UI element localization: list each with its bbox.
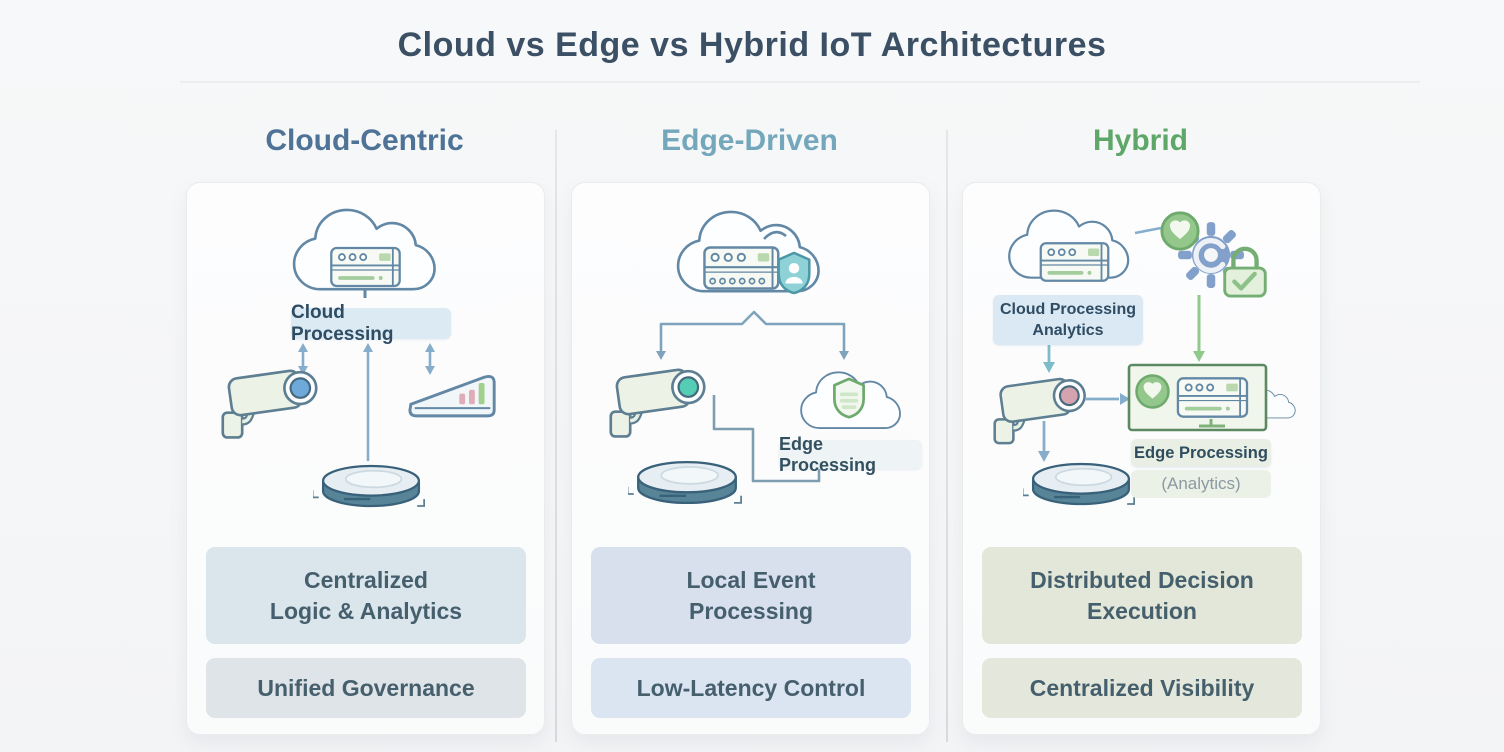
robot-vacuum-icon — [628, 460, 743, 505]
edge-server-icon — [1176, 376, 1249, 419]
striped-shield-icon — [832, 377, 866, 419]
hybrid-illustration — [963, 209, 1296, 506]
feature-box-local-event-processing: Local Event Processing — [591, 547, 911, 644]
column-divider — [946, 130, 948, 742]
feature-box-centralized-visibility: Centralized Visibility — [982, 658, 1302, 718]
security-camera-icon — [611, 367, 707, 437]
edge-processing-label: Edge Processing — [1131, 439, 1271, 467]
down-arrow-icon — [1038, 421, 1050, 462]
right-arrow-icon — [1085, 393, 1130, 405]
connector-line — [1134, 226, 1162, 235]
teal-down-arrow-icon — [1043, 345, 1055, 373]
cloud-processing-analytics-label: Cloud Processing Analytics — [993, 295, 1143, 345]
cloud-centric-panel: Cloud Processing Centralized Logic & Ana… — [186, 182, 545, 735]
column-header-cloud-centric: Cloud-Centric — [265, 124, 464, 157]
feature-box-centralized-logic: Centralized Logic & Analytics — [206, 547, 526, 644]
edge-driven-illustration — [572, 210, 902, 505]
edge-processing-label: Edge Processing — [779, 434, 922, 475]
hybrid-panel: Cloud Processing Analytics Edge Processi… — [962, 182, 1321, 735]
title-divider — [180, 81, 1420, 83]
server-icon — [703, 246, 780, 290]
security-camera-icon — [223, 368, 319, 438]
server-icon — [330, 246, 401, 288]
edge-driven-panel: Edge Processing Local Event Processing L… — [571, 182, 930, 735]
edge-server-stand — [1199, 419, 1225, 428]
up-arrow-line-icon — [363, 343, 373, 461]
branch-connector — [656, 310, 849, 360]
column-header-hybrid: Hybrid — [1092, 124, 1188, 157]
feature-box-distributed-decision: Distributed Decision Execution — [982, 547, 1302, 644]
label-text: Edge Processing — [779, 433, 877, 475]
analytics-label: (Analytics) — [1131, 470, 1271, 498]
elbow-connector — [712, 395, 821, 483]
verified-badge-icon — [1135, 374, 1170, 409]
feature-box-unified-governance: Unified Governance — [206, 658, 526, 718]
feature-box-low-latency-control: Low-Latency Control — [591, 658, 911, 718]
label-text: Cloud Processing — [291, 301, 394, 345]
column-divider — [555, 130, 557, 742]
robot-vacuum-icon — [1023, 462, 1136, 506]
sync-arrow-icon — [298, 343, 308, 375]
verified-badge-icon — [1160, 211, 1200, 251]
page-title: Cloud vs Edge vs Hybrid IoT Architecture… — [397, 26, 1107, 64]
server-icon — [1039, 242, 1110, 282]
user-shield-icon — [777, 251, 811, 295]
robot-vacuum-icon — [313, 464, 426, 508]
green-down-arrow-icon — [1193, 295, 1205, 362]
signal-device-icon — [408, 374, 496, 418]
signal-arc-icon — [763, 230, 787, 240]
cloud-centric-illustration — [187, 208, 496, 508]
column-header-edge-driven: Edge-Driven — [661, 124, 838, 157]
cloud-processing-label: Cloud Processing — [291, 302, 451, 345]
security-camera-icon — [995, 376, 1087, 443]
sync-arrow-icon — [425, 343, 435, 375]
